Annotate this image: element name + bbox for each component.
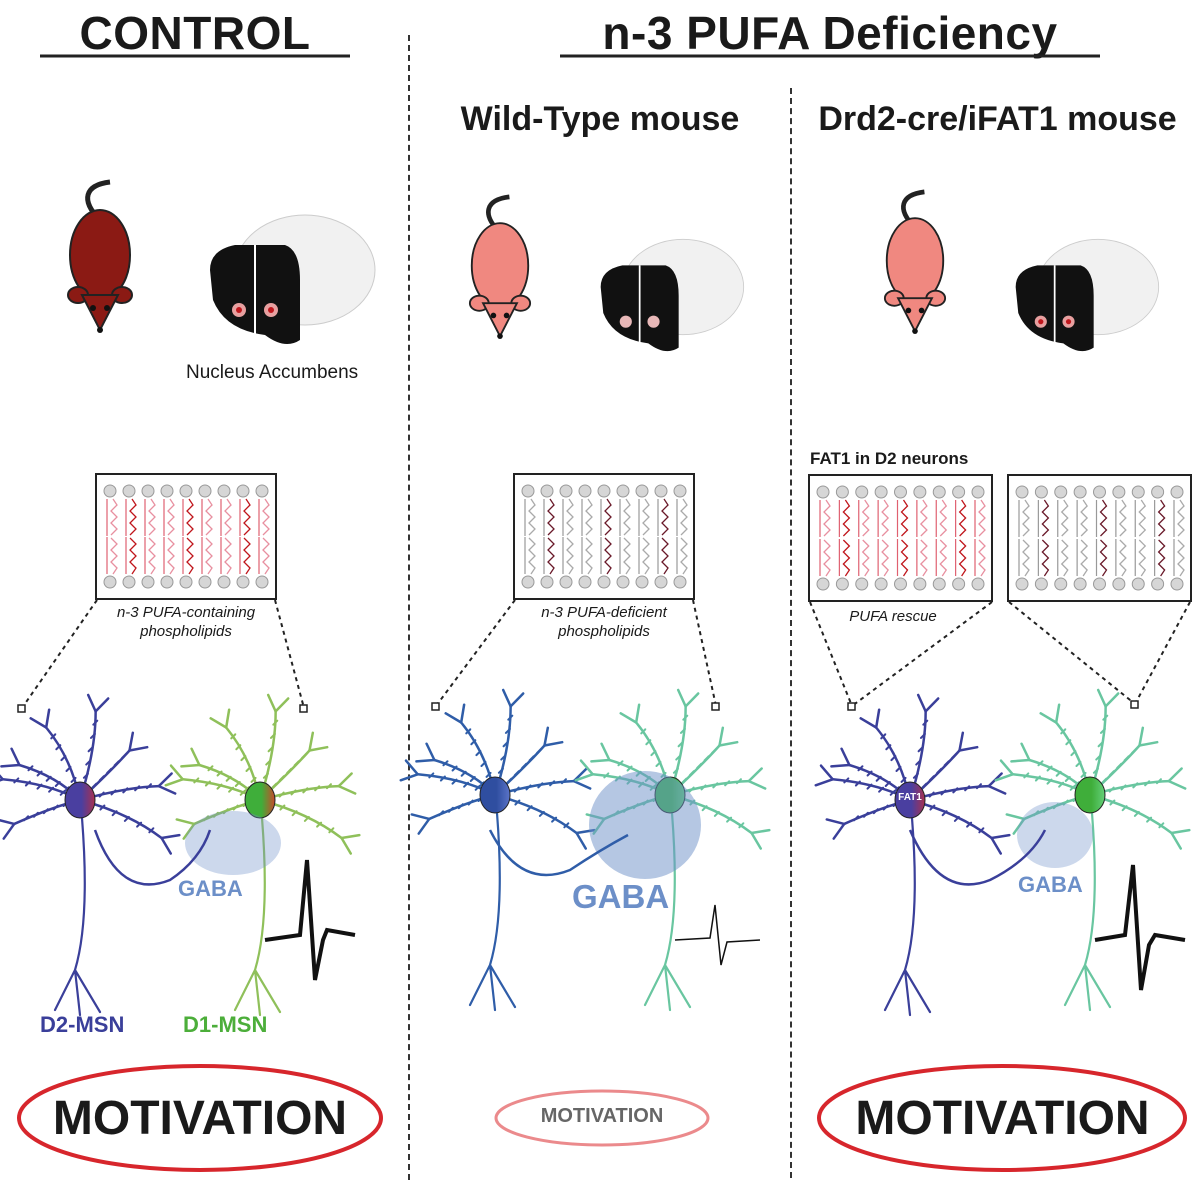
wild-type-gaba-cloud xyxy=(589,771,701,879)
wild-type-mouse xyxy=(468,194,532,339)
control-motivation-text: MOTIVATION xyxy=(52,1092,348,1145)
control-spike-trace xyxy=(264,859,356,981)
control-gaba-cloud xyxy=(185,811,281,875)
control-mouse xyxy=(67,179,133,333)
control-gaba-label: GABA xyxy=(178,876,243,901)
control-membrane-caption: n-3 PUFA-containing phospholipids xyxy=(116,604,256,640)
wild-type-d2-neuron xyxy=(399,688,596,1012)
wild-type-brain xyxy=(600,238,745,352)
control-header-underline xyxy=(40,54,350,58)
wild-type-motivation-text: MOTIVATION xyxy=(540,1105,664,1127)
control-d2-neuron xyxy=(0,693,181,1017)
transgenic-brain xyxy=(1015,238,1160,352)
transgenic-gaba-label: GABA xyxy=(1018,872,1083,897)
wild-type-spike-trace xyxy=(674,904,761,966)
transgenic-motivation-text: MOTIVATION xyxy=(855,1092,1150,1145)
d1-membrane-box xyxy=(1007,474,1192,602)
d2-msn-label: D2-MSN xyxy=(40,1012,125,1037)
divider-left xyxy=(408,35,410,1180)
d1-msn-label: D1-MSN xyxy=(183,1012,268,1037)
transgenic-header: Drd2-cre/iFAT1 mouse xyxy=(818,100,1177,138)
deficiency-header: n-3 PUFA Deficiency xyxy=(602,7,1058,59)
control-motivation-ellipse xyxy=(17,1064,383,1172)
fat1-badge: FAT1 xyxy=(898,792,922,803)
divider-right xyxy=(790,88,792,1178)
control-header: CONTROL xyxy=(79,7,311,59)
transgenic-motivation-ellipse xyxy=(817,1064,1187,1172)
transgenic-mouse xyxy=(883,189,947,334)
fat1-in-d2-label: FAT1 in D2 neurons xyxy=(810,449,969,468)
transgenic-spike-trace xyxy=(1094,864,1186,991)
control-d1-neuron xyxy=(164,693,361,1017)
rescue-membrane-box xyxy=(808,474,993,602)
control-brain xyxy=(210,214,376,345)
wild-type-motivation-ellipse xyxy=(494,1089,710,1147)
wild-type-header: Wild-Type mouse xyxy=(460,100,740,138)
control-membrane-box xyxy=(95,473,277,600)
transgenic-d2-neuron xyxy=(814,693,1011,1017)
nucleus-accumbens-label: Nucleus Accumbens xyxy=(186,362,359,383)
deficiency-header-underline xyxy=(560,54,1100,58)
wild-type-gaba-label: GABA xyxy=(572,878,670,915)
wild-type-membrane-box xyxy=(513,473,695,600)
transgenic-d1-neuron xyxy=(994,688,1191,1012)
pufa-rescue-caption: PUFA rescue xyxy=(849,608,937,625)
wild-type-membrane-caption: n-3 PUFA-deficient phospholipids xyxy=(541,604,667,640)
transgenic-gaba-cloud xyxy=(1017,802,1093,868)
